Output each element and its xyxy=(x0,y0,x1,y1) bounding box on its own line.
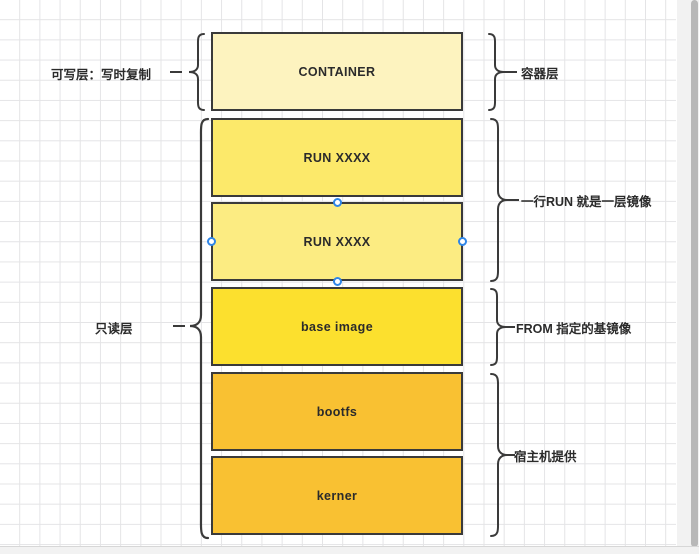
layer-label-container: CONTAINER xyxy=(298,64,376,79)
layer-box-bootfs[interactable]: bootfs xyxy=(211,372,463,451)
layer-box-kerner[interactable]: kerner xyxy=(211,456,463,535)
horizontal-scrollbar-track[interactable] xyxy=(0,546,699,554)
layer-label-run-1: RUN XXXX xyxy=(303,150,371,165)
layer-label-base-image: base image xyxy=(300,319,374,334)
annotation-container-layer: 容器层 xyxy=(521,67,559,81)
brace-readonly-layer xyxy=(182,117,210,541)
vertical-scrollbar-thumb[interactable] xyxy=(691,0,698,547)
annotation-provided-by-host: 宿主机提供 xyxy=(514,450,577,464)
annotation-writable-layer: 可写层：写时复制 xyxy=(51,68,152,82)
connector-container-layer xyxy=(503,71,517,73)
connector-run-layer xyxy=(505,199,519,201)
annotation-run-is-one-layer: 一行RUN 就是一层镜像 xyxy=(521,195,652,209)
brace-writable-layer xyxy=(180,32,206,112)
layer-label-bootfs: bootfs xyxy=(316,404,358,419)
layer-label-run-2: RUN XXXX xyxy=(303,234,371,249)
layer-label-kerner: kerner xyxy=(316,488,358,503)
selection-handle-bottom[interactable] xyxy=(332,276,342,286)
layer-box-run-1[interactable]: RUN XXXX xyxy=(211,118,463,197)
selection-handle-right[interactable] xyxy=(458,237,467,246)
layer-box-container[interactable]: CONTAINER xyxy=(211,32,463,111)
annotation-readonly-layer: 只读层 xyxy=(95,322,133,336)
connector-base-image xyxy=(503,326,515,328)
selection-handle-left[interactable] xyxy=(207,237,216,246)
selection-handle-top[interactable] xyxy=(332,197,342,207)
layer-box-run-2[interactable]: RUN XXXX xyxy=(211,202,463,281)
layer-box-base-image[interactable]: base image xyxy=(211,287,463,366)
connector-host xyxy=(505,454,515,456)
vertical-scrollbar-track[interactable] xyxy=(676,0,699,547)
connector-readonly xyxy=(173,325,185,327)
annotation-from-base-image: FROM 指定的基镜像 xyxy=(516,322,632,336)
connector-writable xyxy=(170,71,182,73)
